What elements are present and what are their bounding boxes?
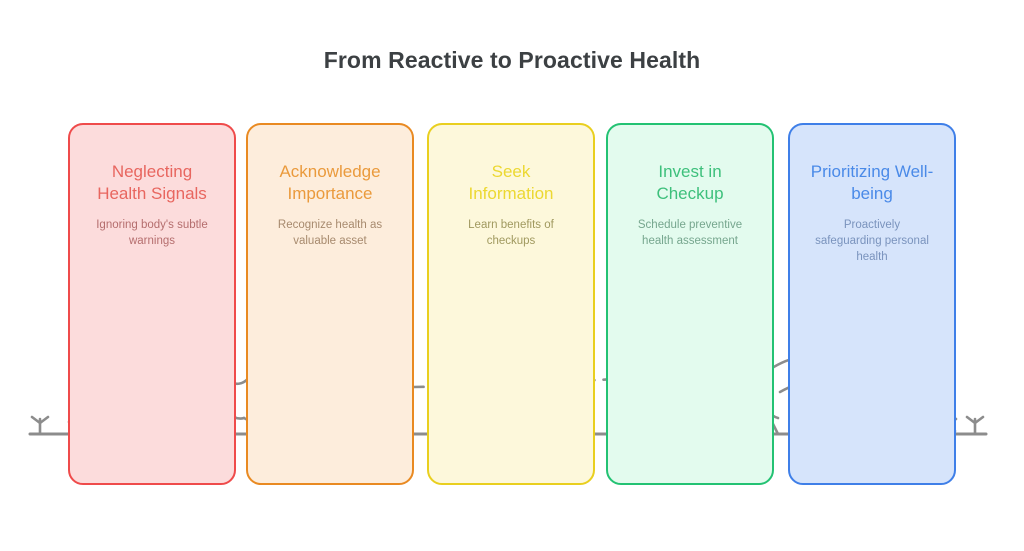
stage-title: Seek Information <box>468 162 554 203</box>
page-title: From Reactive to Proactive Health <box>323 47 701 73</box>
stage-title: Neglecting Health Signals <box>97 162 207 203</box>
stage-title: Invest in Checkup <box>656 162 724 203</box>
stage-description: Recognize health as valuable asset <box>277 219 383 247</box>
stage-card-acknowledge-importance[interactable]: Acknowledge Importance Recognize health … <box>246 123 414 485</box>
stage-description: Learn benefits of checkups <box>468 219 554 247</box>
stage-card-prioritizing-well-being[interactable]: Prioritizing Well- being Proactively saf… <box>788 123 956 485</box>
stage-card-seek-information[interactable]: Seek Information Learn benefits of check… <box>427 123 595 485</box>
stage-card-invest-in-checkup[interactable]: Invest in Checkup Schedule preventive he… <box>606 123 774 485</box>
stage-description: Proactively safeguarding personal health <box>815 219 929 263</box>
stage-description: Ignoring body's subtle warnings <box>96 219 208 247</box>
stage-card-neglecting-health-signals[interactable]: Neglecting Health Signals Ignoring body'… <box>68 123 236 485</box>
stage-title: Acknowledge Importance <box>279 162 381 203</box>
stage-description: Schedule preventive health assessment <box>637 219 743 247</box>
stage-title: Prioritizing Well- being <box>810 162 934 203</box>
